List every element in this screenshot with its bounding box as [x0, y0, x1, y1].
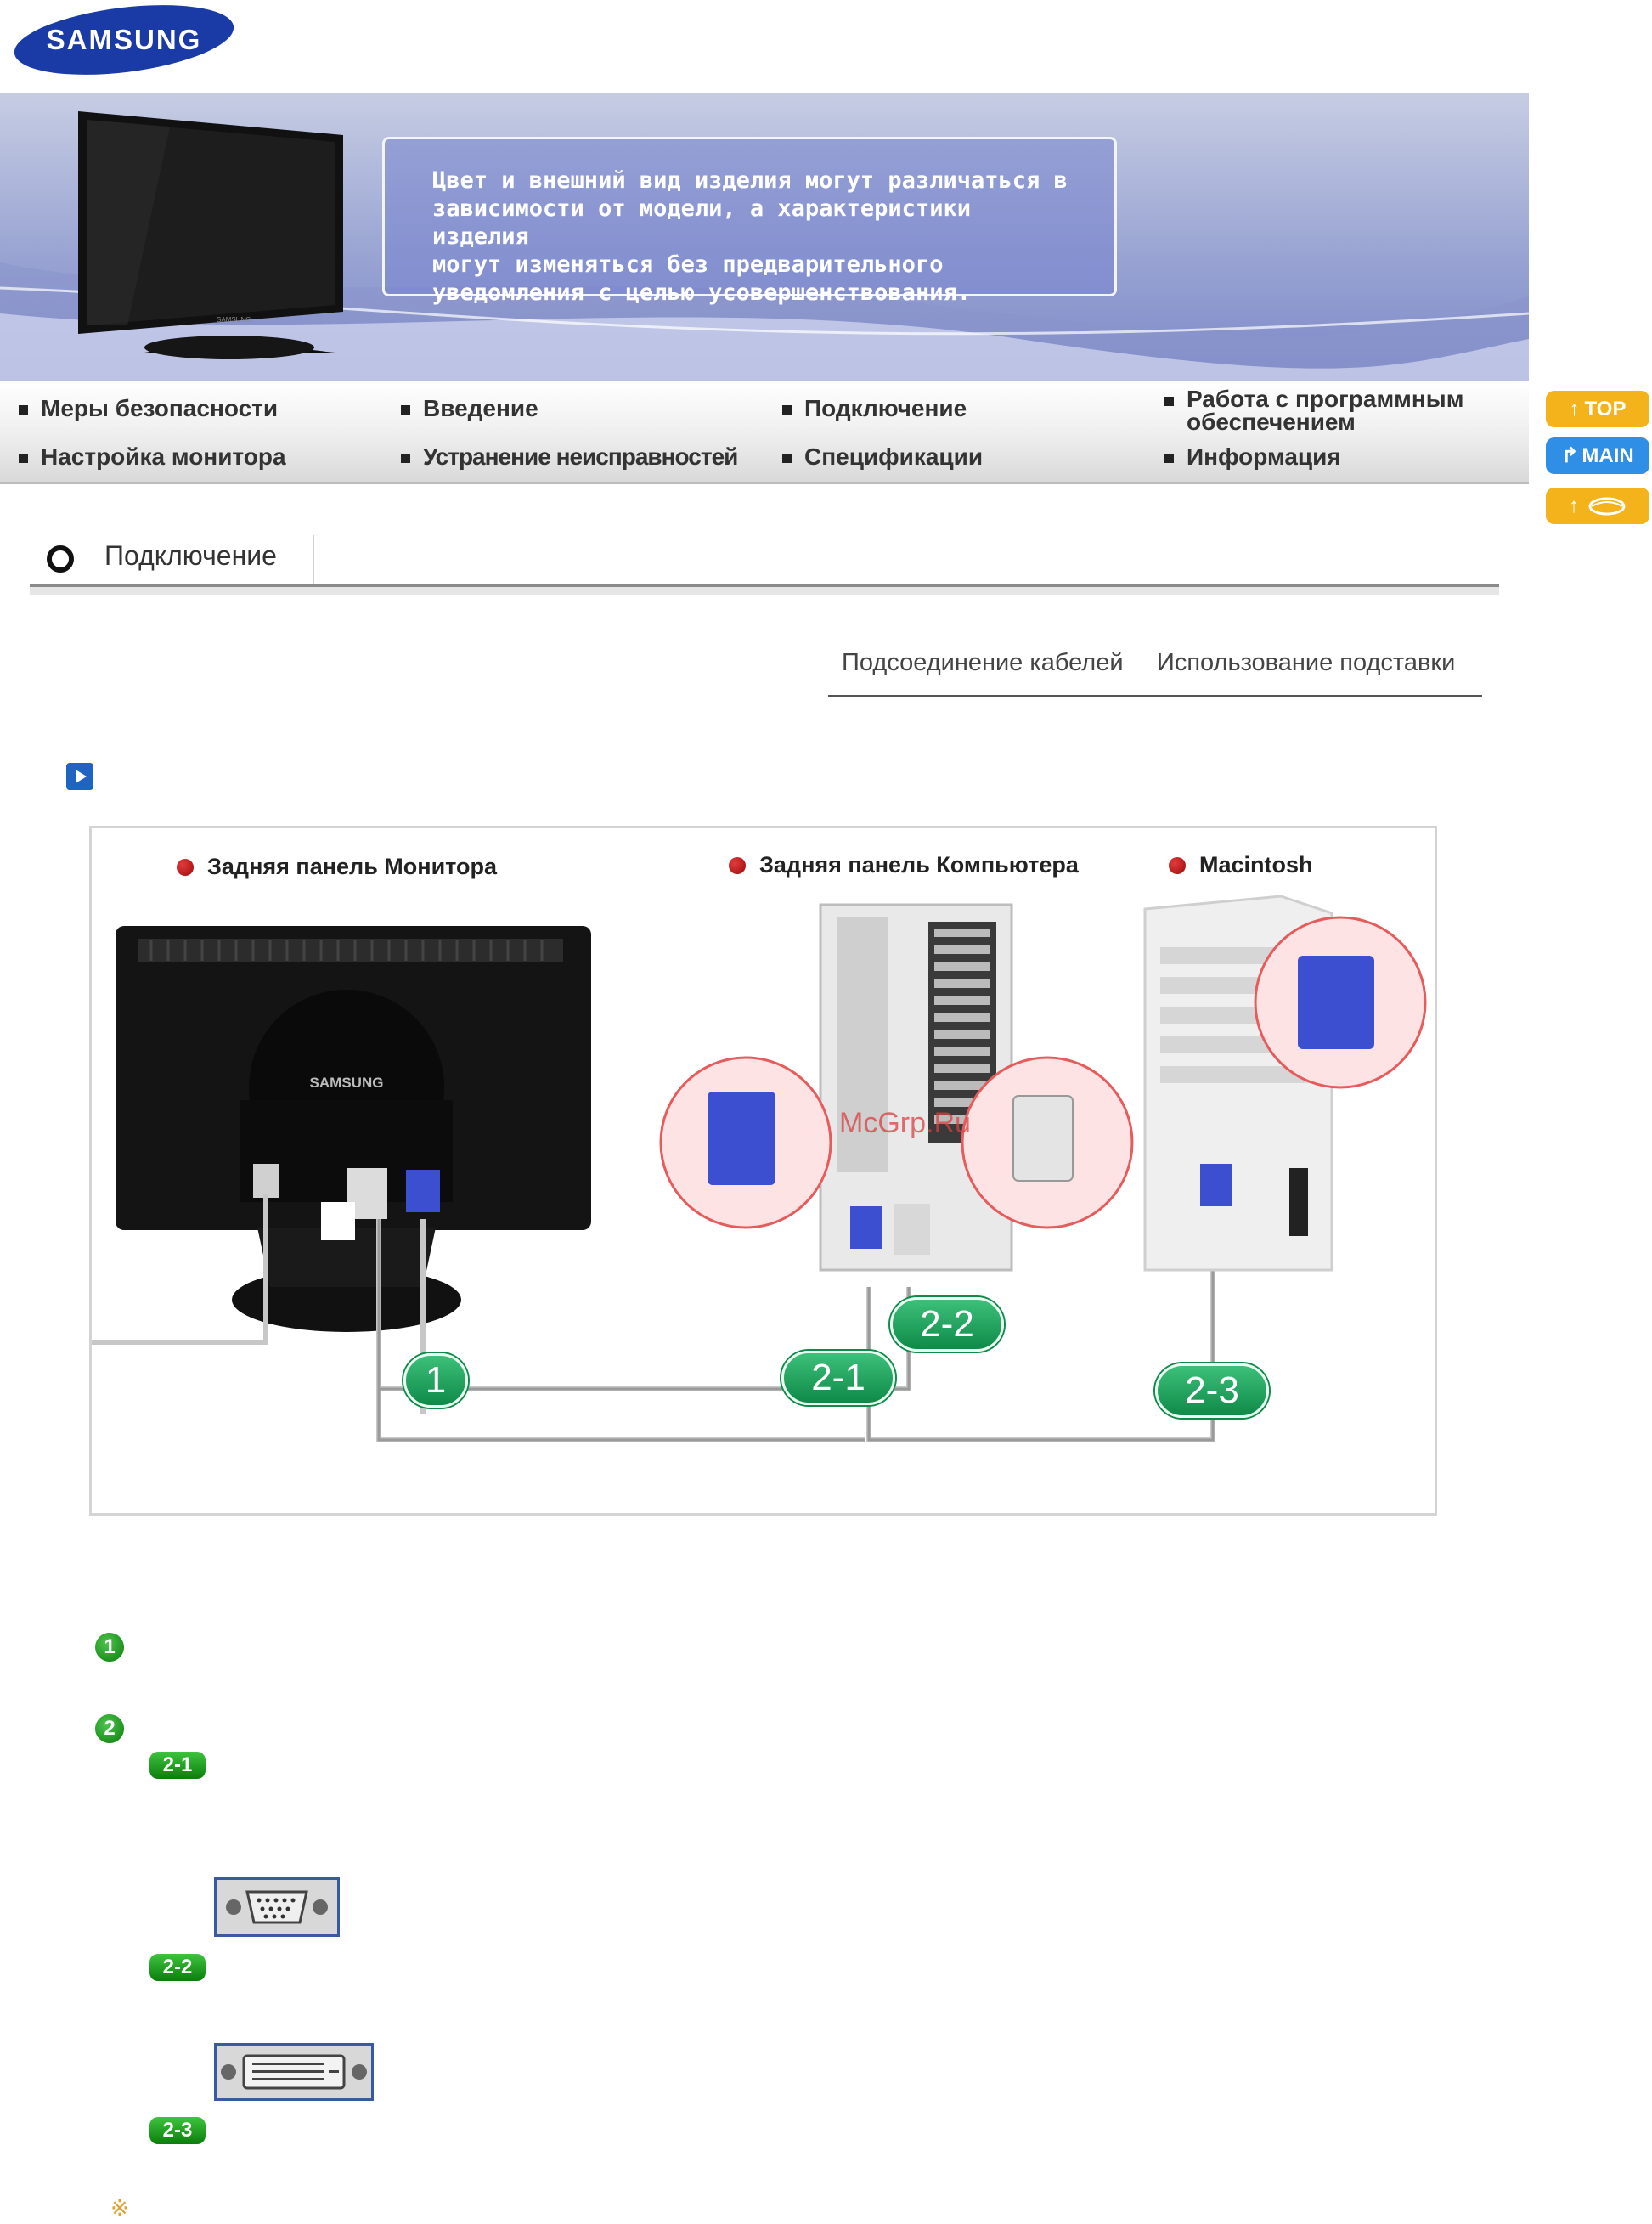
- play-icon[interactable]: [66, 763, 93, 790]
- divider: [313, 535, 314, 584]
- bullet-icon: [782, 454, 792, 463]
- callout-2-3: 2-3: [1155, 1363, 1269, 1418]
- label-computer-back: Задняя панель Компьютера: [729, 852, 1079, 878]
- step-1-marker: 1: [95, 1633, 124, 1662]
- zoom-circle-mac: [1254, 916, 1427, 1089]
- banner: SAMSUNG Цвет и внешний вид изделия могут…: [0, 93, 1529, 381]
- bullet-icon: [1164, 454, 1174, 463]
- svg-text:SAMSUNG: SAMSUNG: [310, 1075, 384, 1091]
- step-2-2-badge: 2-2: [149, 1954, 206, 1981]
- callout-2-1: 2-1: [781, 1351, 895, 1405]
- notice-line: могут изменяться без предварительного: [432, 251, 944, 278]
- divider: [30, 587, 1499, 595]
- callout-1: 1: [403, 1353, 468, 1408]
- callout-2-2: 2-2: [890, 1297, 1004, 1352]
- bullet-icon: [19, 405, 28, 415]
- nav-link-troubleshooting[interactable]: Устранение неисправностей: [401, 444, 738, 469]
- svg-text:SAMSUNG: SAMSUNG: [217, 316, 251, 324]
- bullet-icon: [401, 405, 410, 415]
- computer-tower-image: [819, 903, 1013, 1272]
- arrow-up-icon: ↑: [1569, 494, 1579, 517]
- diagram-art: SAMSUNG: [92, 895, 1427, 1442]
- sub-nav: Подсоединение кабелей Использование подс…: [828, 642, 1482, 697]
- monitor-image: SAMSUNG: [78, 111, 343, 359]
- step-2-marker: 2: [95, 1714, 124, 1743]
- zoom-circle-vga: [659, 1056, 832, 1229]
- top-button[interactable]: ↑TOP: [1546, 391, 1649, 427]
- red-dot-icon: [729, 856, 746, 874]
- notice-line: уведомления с целью усовершенствования.: [432, 279, 971, 306]
- samsung-logo: SAMSUNG: [14, 5, 234, 75]
- subnav-link-cables[interactable]: Подсоединение кабелей: [842, 649, 1124, 676]
- bullet-icon: [782, 405, 792, 415]
- zoom-circle-dvi: [961, 1056, 1134, 1229]
- note-icon: ※: [110, 2196, 129, 2221]
- back-button[interactable]: ↑: [1546, 488, 1649, 524]
- disc-icon: [1588, 497, 1626, 515]
- main-nav: Меры безопасности Введение Подключение Р…: [0, 381, 1529, 484]
- section-title: Подключение: [104, 540, 277, 571]
- label-macintosh: Macintosh: [1169, 852, 1313, 878]
- connection-diagram: Задняя панель Монитора Задняя панель Ком…: [89, 826, 1437, 1516]
- notice-line: Цвет и внешний вид изделия могут различа…: [432, 167, 1068, 194]
- subnav-link-stand[interactable]: Использование подставки: [1157, 649, 1456, 676]
- step-2-3-badge: 2-3: [149, 2117, 206, 2144]
- nav-link-intro[interactable]: Введение: [401, 396, 538, 421]
- nav-link-monitor-setup[interactable]: Настройка монитора: [19, 444, 286, 469]
- dvi-port-icon: [221, 2054, 367, 2090]
- label-monitor-back: Задняя панель Монитора: [177, 854, 497, 880]
- logo-text: SAMSUNG: [47, 24, 202, 55]
- nav-link-software[interactable]: Работа с программным обеспечением: [1164, 387, 1504, 434]
- bullet-icon: [1164, 397, 1174, 406]
- divider: [30, 584, 1499, 587]
- nav-link-specifications[interactable]: Спецификации: [782, 444, 983, 469]
- vga-port-image: [214, 1877, 340, 1937]
- watermark: McGrp.Ru: [839, 1107, 971, 1139]
- main-button[interactable]: ↱MAIN: [1546, 437, 1649, 474]
- bullet-icon: [401, 454, 410, 463]
- vga-port-icon: [226, 1890, 328, 1924]
- red-dot-icon: [1169, 856, 1186, 874]
- arrow-up-icon: ↑: [1569, 397, 1580, 421]
- red-dot-icon: [177, 858, 194, 876]
- nav-link-safety[interactable]: Меры безопасности: [19, 396, 278, 421]
- circle-icon: [47, 545, 74, 573]
- notice-line: зависимости от модели, а характеристики …: [432, 195, 971, 250]
- nav-link-information[interactable]: Информация: [1164, 444, 1341, 469]
- monitor-back-image: SAMSUNG: [116, 926, 591, 1332]
- dvi-port-image: [214, 2043, 374, 2101]
- bullet-icon: [19, 454, 28, 463]
- section-header: Подключение: [30, 535, 1499, 595]
- step-2-1-badge: 2-1: [149, 1752, 206, 1779]
- arrow-turn-icon: ↱: [1561, 444, 1579, 467]
- product-notice: Цвет и внешний вид изделия могут различа…: [382, 137, 1117, 306]
- nav-link-connection[interactable]: Подключение: [782, 396, 967, 421]
